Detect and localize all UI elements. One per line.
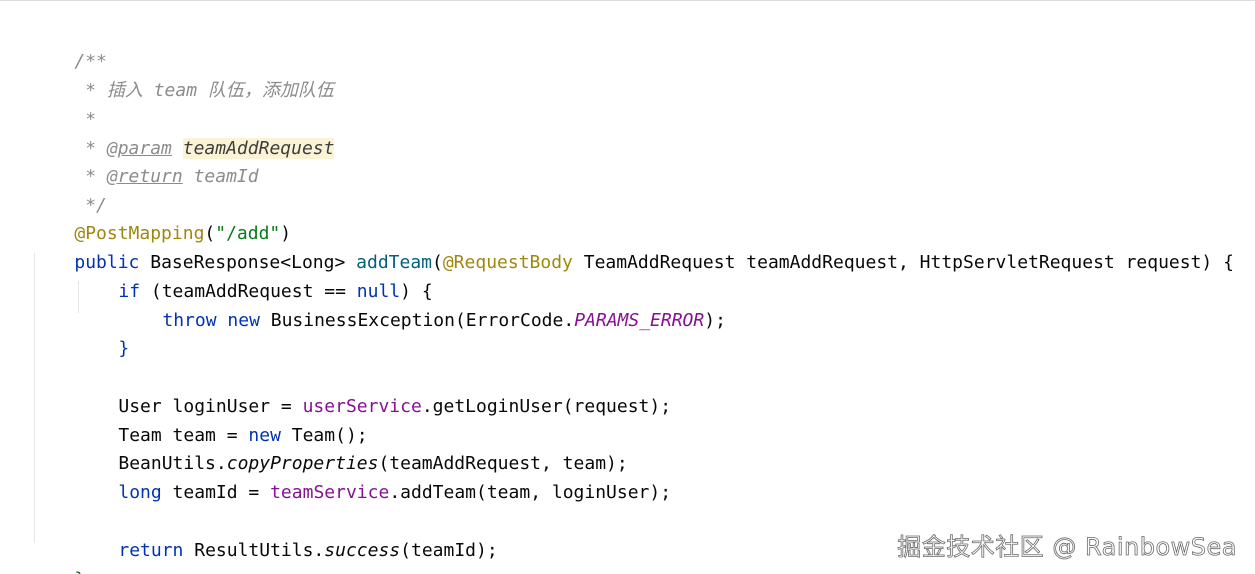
javadoc-param-name[interactable]: teamAddRequest bbox=[182, 138, 335, 159]
code-line-17: } bbox=[31, 538, 85, 574]
code-line-14: BeanUtils.copyProperties(teamAddRequest,… bbox=[75, 422, 627, 474]
code-line-12: User loginUser = userService.getLoginUse… bbox=[75, 365, 671, 417]
brace-close: } bbox=[118, 338, 130, 359]
javadoc-description: * 插入 team 队伍，添加队伍 bbox=[74, 80, 334, 101]
code-line-1: /** bbox=[31, 20, 107, 72]
space bbox=[217, 310, 228, 331]
class-beanutils[interactable]: BeanUtils. bbox=[118, 453, 227, 474]
javadoc-blank: * bbox=[74, 109, 97, 130]
code-line-13: Team team = new Team(); bbox=[75, 394, 367, 446]
string-literal-path: "/add" bbox=[215, 223, 281, 244]
keyword-new: new bbox=[227, 310, 260, 331]
keyword-null: null bbox=[356, 281, 401, 302]
javadoc-param-tag[interactable]: @param bbox=[106, 138, 172, 159]
call-args: (teamAddRequest, team); bbox=[378, 453, 628, 474]
paren-open: ( bbox=[204, 223, 216, 244]
keyword-long: long bbox=[118, 482, 162, 503]
code-line-7: @PostMapping("/add") bbox=[31, 192, 291, 244]
code-line-2: * 插入 team 队伍，添加队伍 bbox=[31, 49, 334, 101]
field-userservice[interactable]: userService bbox=[302, 396, 422, 417]
javadoc-star: * bbox=[74, 138, 107, 159]
annotation-postmapping[interactable]: @PostMapping bbox=[74, 223, 205, 244]
code-line-16: return ResultUtils.success(teamId); bbox=[75, 509, 497, 561]
javadoc-star: * bbox=[74, 166, 107, 187]
declaration-loginuser: User loginUser = bbox=[118, 396, 303, 417]
javadoc-return-desc: teamId bbox=[182, 166, 259, 187]
paren-open: ( bbox=[432, 252, 443, 273]
code-line-8: public BaseResponse<Long> addTeam(@Reque… bbox=[31, 221, 1234, 273]
keyword-if: if bbox=[118, 281, 141, 302]
statement-end: ); bbox=[704, 310, 726, 331]
constant-params-error[interactable]: PARAMS_ERROR bbox=[574, 310, 705, 331]
code-line-6: */ bbox=[31, 164, 107, 216]
condition: (teamAddRequest == bbox=[140, 281, 357, 302]
keyword-return: return bbox=[118, 540, 184, 561]
code-line-3: * bbox=[31, 78, 96, 130]
call-addteam: .addTeam(team, loginUser); bbox=[389, 482, 672, 503]
static-copyproperties[interactable]: copyProperties bbox=[226, 453, 379, 474]
brace-close-method: } bbox=[74, 569, 85, 574]
code-line-4: * @param teamAddRequest bbox=[31, 107, 335, 159]
javadoc-open: /** bbox=[74, 51, 107, 72]
field-teamservice[interactable]: teamService bbox=[270, 482, 390, 503]
code-line-11: } bbox=[75, 307, 129, 359]
paren-close: ) bbox=[280, 223, 292, 244]
code-line-10: throw new BusinessException(ErrorCode.PA… bbox=[119, 279, 726, 331]
annotation-requestbody[interactable]: @RequestBody bbox=[442, 252, 573, 273]
declaration-team: Team team = bbox=[118, 425, 249, 446]
static-success[interactable]: success bbox=[324, 540, 401, 561]
exception-ctor[interactable]: BusinessException(ErrorCode. bbox=[259, 310, 575, 331]
code-line-5: * @return teamId bbox=[31, 135, 258, 187]
indent-guide-if bbox=[78, 281, 79, 313]
keyword-new: new bbox=[248, 425, 281, 446]
call-args: (teamId); bbox=[400, 540, 498, 561]
class-resultutils[interactable]: ResultUtils. bbox=[183, 540, 325, 561]
keyword-throw: throw bbox=[162, 310, 217, 331]
brace-open: ) { bbox=[400, 281, 433, 302]
declaration-teamid: teamId = bbox=[161, 482, 271, 503]
call-getloginuser: .getLoginUser(request); bbox=[421, 396, 672, 417]
return-type[interactable]: BaseResponse<Long> bbox=[139, 252, 357, 273]
keyword-public: public bbox=[74, 252, 140, 273]
method-params: TeamAddRequest teamAddRequest, HttpServl… bbox=[572, 252, 1234, 273]
method-name-addteam[interactable]: addTeam bbox=[356, 252, 432, 273]
team-ctor: Team(); bbox=[280, 425, 368, 446]
watermark: 掘金技术社区 @ RainbowSea bbox=[897, 533, 1237, 562]
code-line-9: if (teamAddRequest == null) { bbox=[75, 250, 432, 302]
javadoc-close: */ bbox=[74, 195, 107, 216]
indent-guide-method bbox=[34, 253, 35, 543]
javadoc-return-tag[interactable]: @return bbox=[106, 166, 183, 187]
code-line-15: long teamId = teamService.addTeam(team, … bbox=[75, 451, 671, 503]
